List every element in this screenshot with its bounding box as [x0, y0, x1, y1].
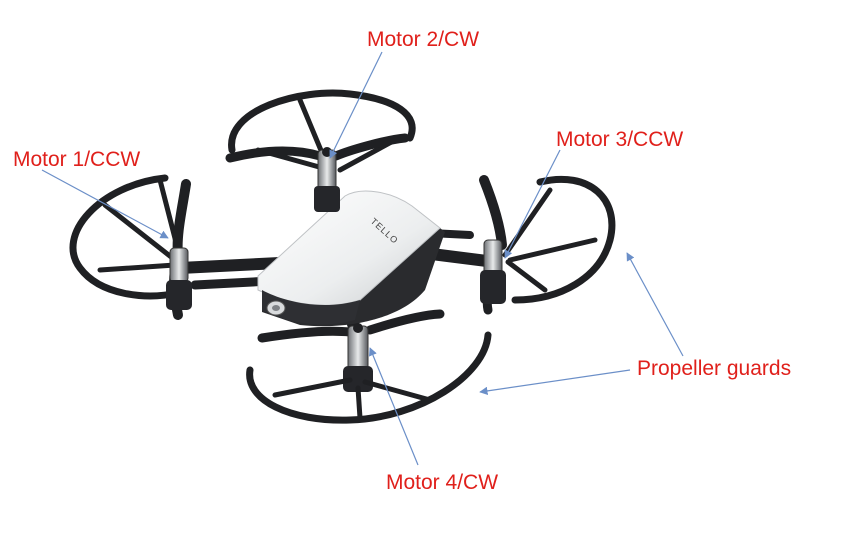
arrow-motor-2 — [329, 51, 383, 159]
propeller-guard-right — [502, 175, 616, 304]
arrow-motor-4 — [368, 347, 419, 466]
motor-4 — [257, 309, 445, 392]
callout-arrows — [41, 51, 684, 466]
motor-1 — [166, 179, 192, 320]
arrow-motor-1 — [41, 169, 169, 239]
label-motor-2: Motor 2/CW — [367, 28, 480, 51]
arrow-guard-right — [626, 252, 684, 357]
drone-body: TELLO — [257, 190, 445, 327]
label-propeller-guards: Propeller guards — [637, 357, 792, 380]
label-motor-1: Motor 1/CCW — [13, 148, 141, 171]
arrow-guard-front — [479, 369, 631, 396]
motor-3 — [479, 175, 507, 315]
arrow-motor-3 — [504, 149, 561, 259]
label-motor-3: Motor 3/CCW — [556, 128, 684, 151]
propeller-guard-front — [246, 331, 492, 424]
motor-2 — [225, 133, 410, 212]
label-motor-4: Motor 4/CW — [386, 471, 499, 494]
